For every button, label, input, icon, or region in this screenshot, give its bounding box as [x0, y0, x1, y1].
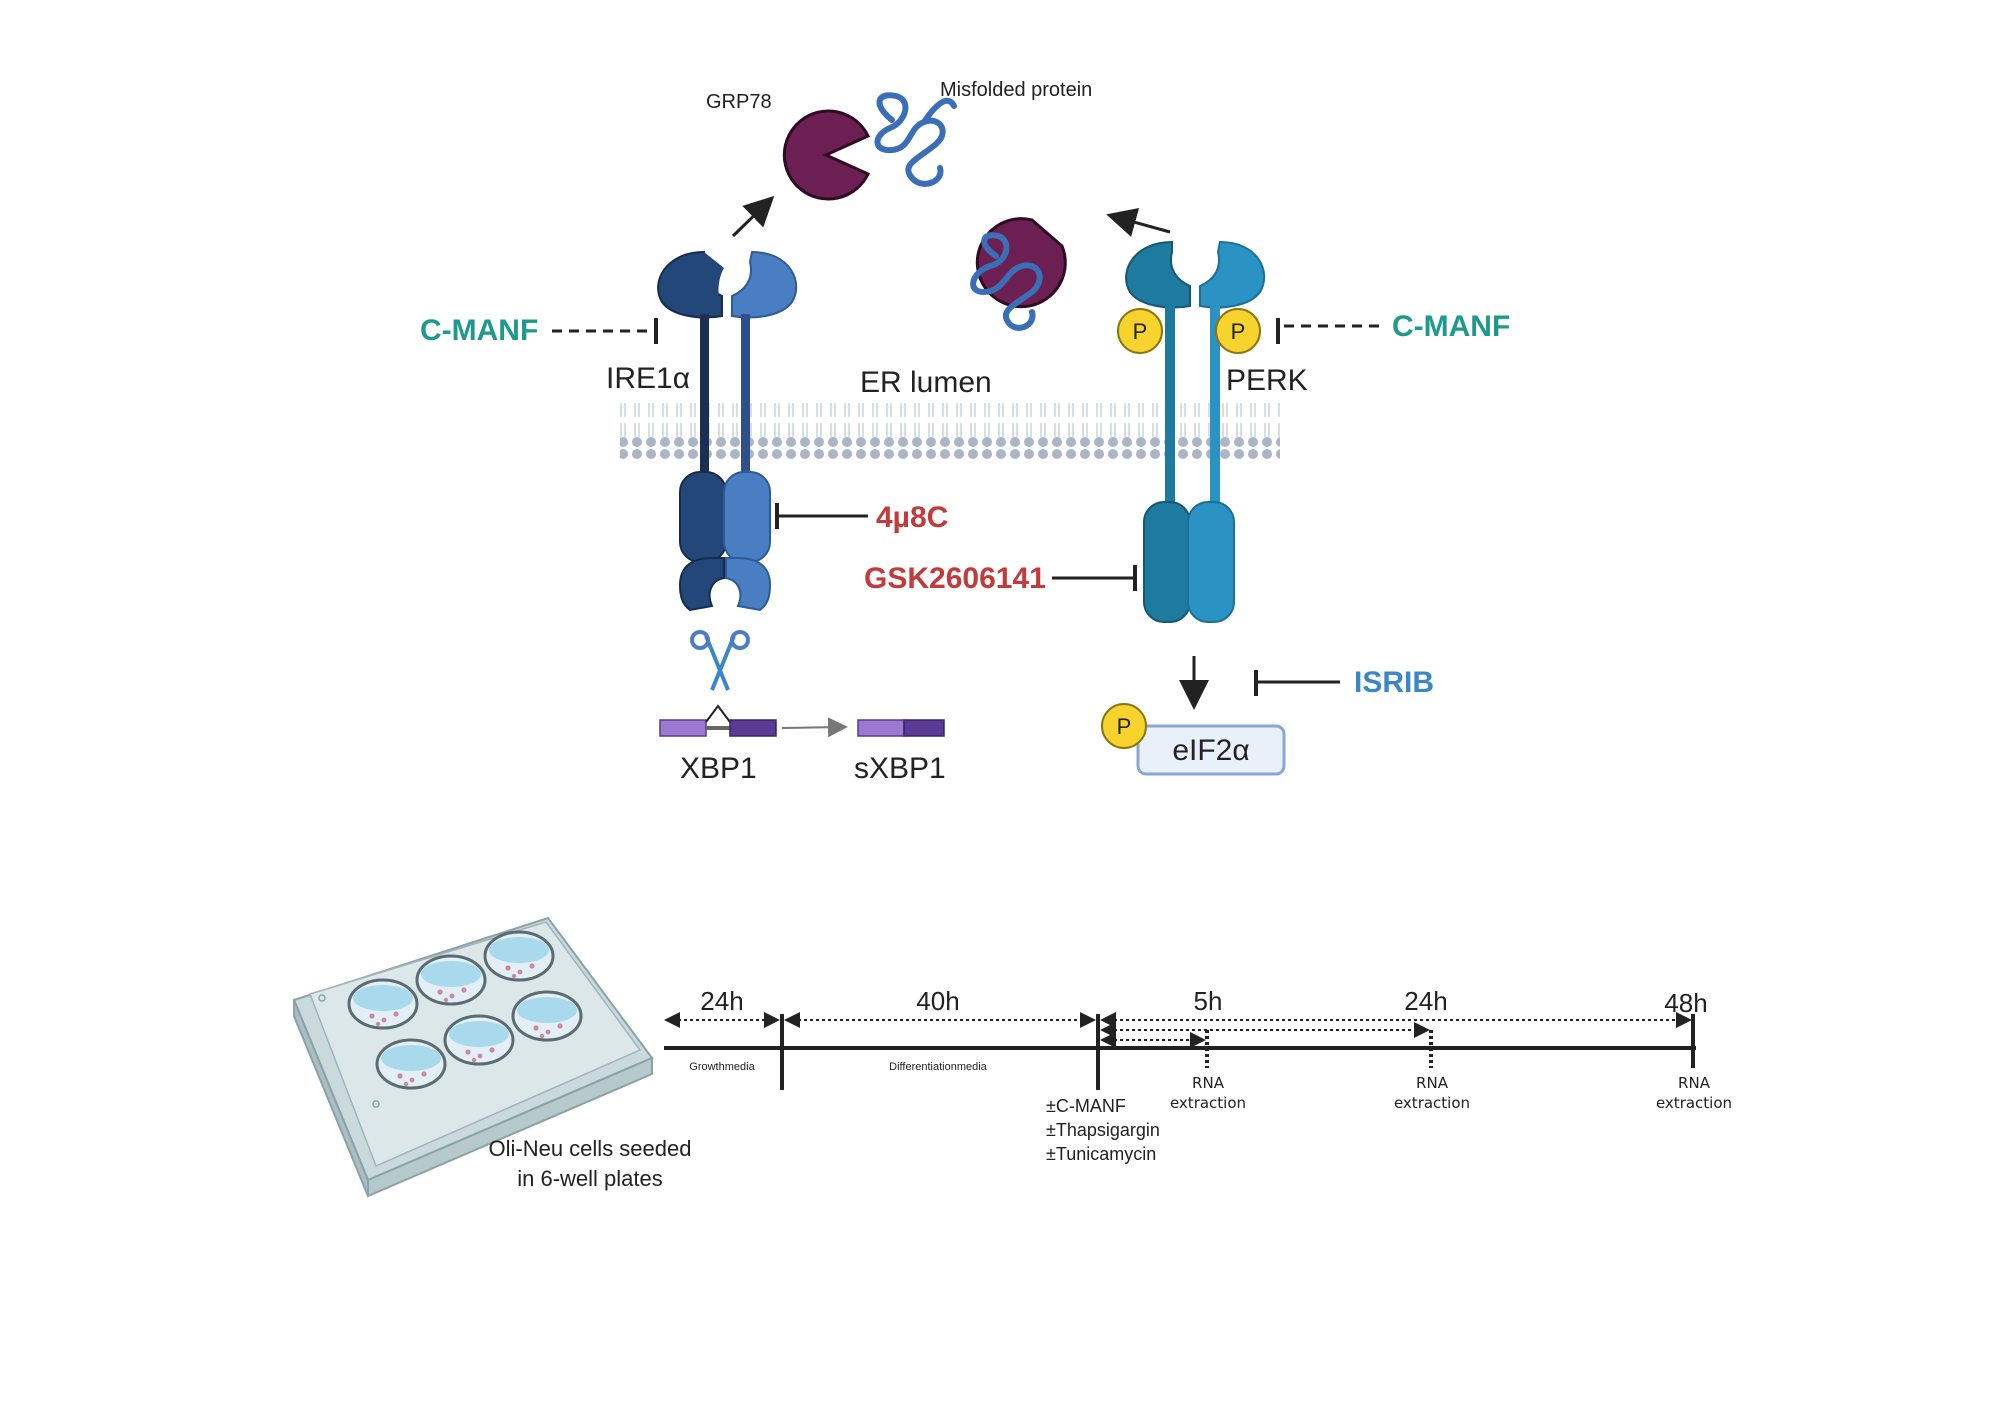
diff-media-label: Differentiationmedia	[889, 1061, 988, 1073]
treatment-1-label: ±C-MANF	[1046, 1096, 1126, 1116]
grp78-label: GRP78	[706, 91, 772, 113]
time-24h-label: 24h	[1404, 986, 1447, 1016]
misfolded-protein-icon-2	[970, 232, 1043, 331]
sxbp1-mrna	[857, 719, 945, 737]
gsk-label: GSK2606141	[864, 562, 1046, 595]
svg-text:P: P	[1133, 319, 1148, 344]
isrib-label: ISRIB	[1354, 666, 1434, 699]
misfolded-protein-label: Misfolded protein	[940, 79, 1092, 101]
time-48h-label: 48h	[1664, 988, 1707, 1018]
sxbp1-label: sXBP1	[854, 752, 946, 785]
perk-receptor	[1125, 240, 1266, 623]
rna-48h-line2: extraction	[1656, 1094, 1732, 1112]
perk-label: PERK	[1226, 364, 1308, 397]
dur-40h-label: 40h	[916, 986, 959, 1016]
rna-24h-line2: extraction	[1394, 1094, 1470, 1112]
perk-release-arrow	[1106, 207, 1171, 237]
grp78-icon	[782, 109, 871, 201]
plate-caption-line1: Oli-Neu cells seeded	[489, 1136, 692, 1161]
rna-24h-line1: RNA	[1416, 1074, 1449, 1092]
svg-text:P: P	[1231, 319, 1246, 344]
six-well-plate-icon	[292, 916, 654, 1198]
er-membrane	[620, 403, 1280, 459]
cmanf-right-label: C-MANF	[1392, 310, 1510, 343]
rna-48h-line1: RNA	[1678, 1074, 1711, 1092]
perk-phospho-left: P	[1117, 308, 1163, 354]
treatment-3-label: ±Tunicamycin	[1046, 1144, 1156, 1164]
ire1-receptor	[657, 250, 798, 612]
plate-caption-line2: in 6-well plates	[517, 1166, 663, 1191]
ire1-release-arrow	[731, 195, 775, 238]
xbp1-label: XBP1	[680, 752, 757, 785]
treatment-2-label: ±Thapsigargin	[1046, 1120, 1160, 1140]
ire1-label: IRE1α	[606, 362, 690, 395]
eif2a-phospho: P	[1101, 703, 1147, 749]
scissors-icon	[690, 630, 750, 691]
dur-24h-label: 24h	[700, 986, 743, 1016]
rna-5h-line2: extraction	[1170, 1094, 1246, 1112]
svg-text:P: P	[1117, 714, 1132, 739]
splice-arrow	[781, 717, 848, 738]
rna-5h-line1: RNA	[1192, 1074, 1225, 1092]
eif2a-label: eIF2α	[1172, 734, 1249, 767]
eif2a-box	[1136, 724, 1286, 776]
4u8c-label: 4µ8C	[876, 501, 948, 534]
cmanf-left-label: C-MANF	[420, 314, 538, 347]
misfolded-protein-icon	[874, 92, 957, 187]
xbp1-mrna	[659, 704, 777, 737]
perk-phospho-right: P	[1215, 308, 1261, 354]
er-lumen-label: ER lumen	[860, 366, 992, 399]
growth-media-label: Growthmedia	[689, 1061, 755, 1073]
time-5h-label: 5h	[1194, 986, 1223, 1016]
